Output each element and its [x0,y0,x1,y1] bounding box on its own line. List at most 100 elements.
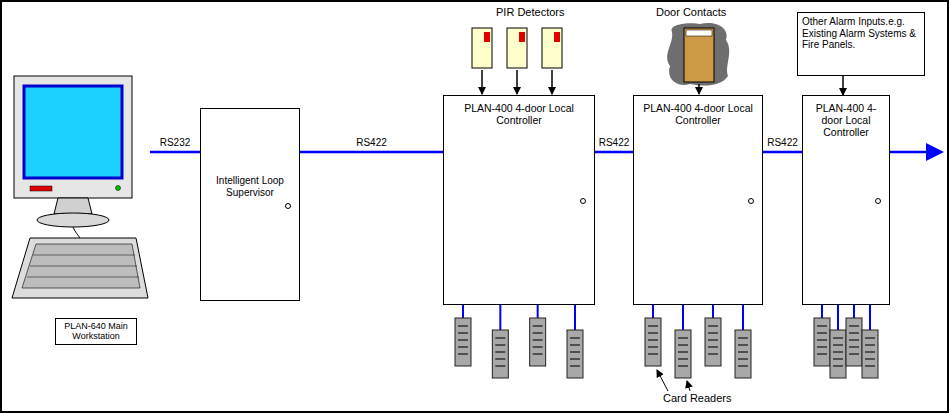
reader-wire [742,305,744,330]
card-reader [675,330,691,378]
reader-slot [849,346,859,348]
key-rows [27,255,139,277]
connector [842,76,844,95]
reader-wire [869,305,871,330]
card-reader [862,330,878,378]
leader-arrow [687,381,690,391]
reader-slot [708,346,718,348]
connector [150,151,200,154]
box-text: Intelligent Loop Supervisor [201,175,299,198]
reader-slot [533,325,543,327]
monitor-screen [24,86,122,178]
reader-wire [462,305,464,318]
reader-slot [495,358,505,360]
signal-label: RS422 [598,137,631,148]
pir-lens [519,32,525,42]
reader-slot [648,339,658,341]
reader-slot [833,344,843,346]
reader-slot [833,337,843,339]
reader-slot [865,358,875,360]
reader-slot [849,339,859,341]
signal-arrow [516,70,518,94]
signal-arrow [698,84,700,94]
workstation-label: PLAN-640 Main Workstation [55,318,137,345]
signal-label: RS422 [355,137,388,148]
workstation: PLAN-640 Main Workstation [5,60,150,352]
reader-wire [574,305,576,330]
reader-slot [817,325,827,327]
arrow-head [926,143,944,161]
reader-slot [458,339,468,341]
reader-slot [833,351,843,353]
loop-continuation [890,143,944,161]
reader-slot [458,353,468,355]
keyboard-keys [22,244,140,288]
reader-slot [570,337,580,339]
reader-slot [570,344,580,346]
connector [763,151,802,154]
group-label: Door Contacts [655,6,727,19]
reader-slot [678,344,688,346]
door [684,28,714,82]
connector [300,151,443,154]
reader-slot [678,337,688,339]
reader-slot [849,332,859,334]
group-label: PIR Detectors [495,6,565,19]
card-reader [705,318,721,366]
card-readers [455,305,878,378]
reader-slot [738,365,748,367]
alarm-inputs-box: Other Alarm Inputs.e.g. Existing Alarm S… [797,12,925,76]
key-row [33,255,135,256]
reader-slot [865,337,875,339]
signal-label: RS232 [159,137,192,148]
reader-slot [738,337,748,339]
signal-label: RS422 [766,137,799,148]
reader-slot [570,358,580,360]
door-shadow [667,23,729,86]
card-reader [567,330,583,378]
reader-slot [708,339,718,341]
controller-box: PLAN-400 4-door Local Controller [802,95,890,305]
loop-line [890,151,928,154]
card-reader [530,318,546,366]
card-reader [492,330,508,378]
pir-detector [542,28,562,68]
reader-slot [495,344,505,346]
reader-slot [849,353,859,355]
reader-slot [865,344,875,346]
reader-slot [738,344,748,346]
reader-wire [853,305,855,318]
reader-slot [833,365,843,367]
monitor-case [14,76,132,198]
keyboard-cable [73,227,80,238]
door-contact [667,23,729,94]
reader-slot [495,337,505,339]
reader-slot [458,332,468,334]
reader-slot [570,351,580,353]
leader-arrow [657,370,668,391]
key-row [30,266,137,267]
reader-slot [817,346,827,348]
reader-slot [865,365,875,367]
card-reader [735,330,751,378]
reader-slot [678,351,688,353]
workstation-computer [12,76,148,298]
loop-supervisor-box: Intelligent Loop Supervisor [200,108,300,301]
reader-slot [458,346,468,348]
pir-detector [507,28,527,68]
reader-slot [865,351,875,353]
indicator [30,186,52,191]
power-led [116,186,121,191]
reader-slot [648,346,658,348]
reader-slot [495,351,505,353]
reader-slot [849,325,859,327]
box-text: Other Alarm Inputs.e.g. Existing Alarm S… [798,13,924,54]
reader-slot [817,332,827,334]
pir-detectors [472,28,562,94]
box-text: PLAN-400 4-door Local Controller [444,96,594,126]
card-reader [830,330,846,378]
reader-slot [648,353,658,355]
reader-wire [821,305,823,318]
